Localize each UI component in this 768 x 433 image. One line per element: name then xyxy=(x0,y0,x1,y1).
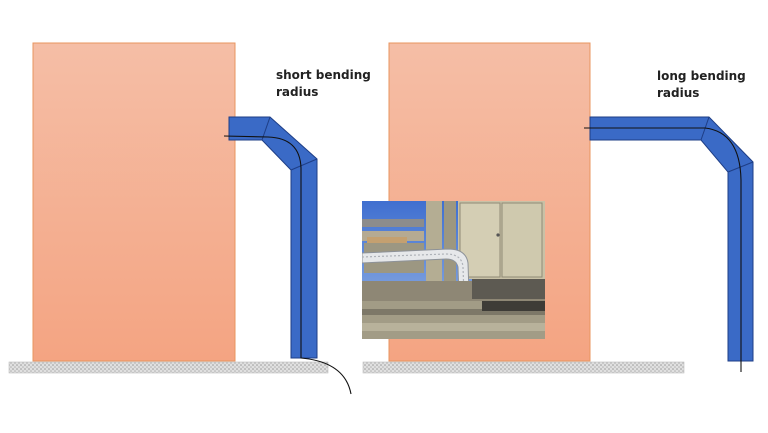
label-line: short bending xyxy=(276,68,371,82)
duct-joint xyxy=(290,158,318,171)
label-line: long bending xyxy=(657,69,746,83)
label-short-bending-radius: short bending radius xyxy=(276,67,371,101)
duct-short-bend xyxy=(228,116,318,359)
site-photo xyxy=(362,201,545,339)
left-scene xyxy=(8,42,352,395)
label-line: radius xyxy=(657,86,700,100)
floor-left xyxy=(8,361,329,374)
duct-long-bend xyxy=(589,116,754,362)
cabinet-left xyxy=(32,42,236,362)
floor-right xyxy=(362,361,685,374)
cable-short-bend xyxy=(223,135,352,395)
label-line: radius xyxy=(276,85,319,99)
site-photo-rooftop-cable-tray-icon xyxy=(362,201,545,339)
label-long-bending-radius: long bending radius xyxy=(657,68,746,102)
duct-joint xyxy=(261,116,271,141)
cable-long-bend xyxy=(584,127,742,372)
